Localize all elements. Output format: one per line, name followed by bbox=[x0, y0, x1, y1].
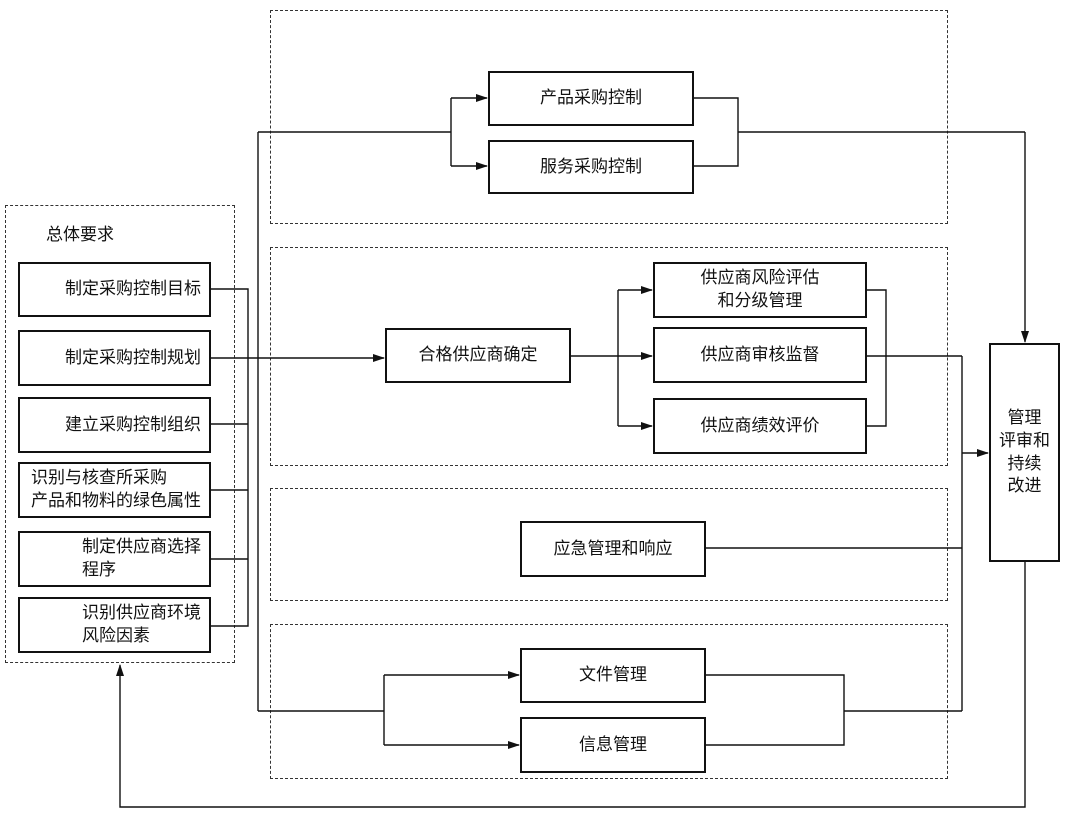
requirement-item-1: 制定采购控制目标 bbox=[18, 262, 211, 317]
information-management-box: 信息管理 bbox=[520, 717, 706, 773]
requirement-item-2: 制定采购控制规划 bbox=[18, 330, 211, 386]
requirement-item-4-label: 识别与核查所采购 产品和物料的绿色属性 bbox=[31, 468, 201, 511]
emergency-response-box: 应急管理和响应 bbox=[520, 521, 706, 577]
document-management-label: 文件管理 bbox=[579, 665, 647, 686]
general-requirements-title: 总体要求 bbox=[46, 225, 114, 245]
information-management-label: 信息管理 bbox=[579, 734, 647, 755]
requirement-item-6: 识别供应商环境 风险因素 bbox=[18, 597, 211, 653]
requirement-item-6-label: 识别供应商环境 风险因素 bbox=[82, 603, 201, 646]
general-requirements-group bbox=[5, 205, 235, 663]
service-procurement-label: 服务采购控制 bbox=[540, 156, 642, 177]
management-review-box: 管理 评审和 持续 改进 bbox=[989, 343, 1060, 562]
requirement-item-1-label: 制定采购控制目标 bbox=[65, 279, 201, 300]
records-management-group bbox=[270, 624, 948, 779]
supplier-audit-label: 供应商审核监督 bbox=[700, 344, 820, 365]
management-review-label: 管理 评审和 持续 改进 bbox=[999, 407, 1050, 497]
supplier-risk-box: 供应商风险评估 和分级管理 bbox=[653, 262, 867, 318]
supplier-risk-label: 供应商风险评估 和分级管理 bbox=[700, 268, 820, 311]
service-procurement-box: 服务采购控制 bbox=[488, 140, 694, 194]
requirement-item-3-label: 建立采购控制组织 bbox=[65, 414, 201, 435]
requirement-item-4: 识别与核查所采购 产品和物料的绿色属性 bbox=[18, 462, 211, 518]
requirement-item-3: 建立采购控制组织 bbox=[18, 397, 211, 453]
product-procurement-label: 产品采购控制 bbox=[540, 88, 642, 109]
product-procurement-box: 产品采购控制 bbox=[488, 71, 694, 126]
supplier-performance-label: 供应商绩效评价 bbox=[700, 415, 820, 436]
emergency-management-group bbox=[270, 488, 948, 601]
procurement-control-group bbox=[270, 10, 948, 224]
requirement-item-2-label: 制定采购控制规划 bbox=[65, 347, 201, 368]
supplier-audit-box: 供应商审核监督 bbox=[653, 327, 867, 383]
document-management-box: 文件管理 bbox=[520, 648, 706, 703]
qualified-supplier-box: 合格供应商确定 bbox=[385, 328, 571, 383]
emergency-response-label: 应急管理和响应 bbox=[553, 538, 673, 559]
requirement-item-5-label: 制定供应商选择 程序 bbox=[82, 537, 201, 580]
requirement-item-5: 制定供应商选择 程序 bbox=[18, 531, 211, 587]
qualified-supplier-label: 合格供应商确定 bbox=[418, 345, 538, 366]
supplier-performance-box: 供应商绩效评价 bbox=[653, 398, 867, 454]
